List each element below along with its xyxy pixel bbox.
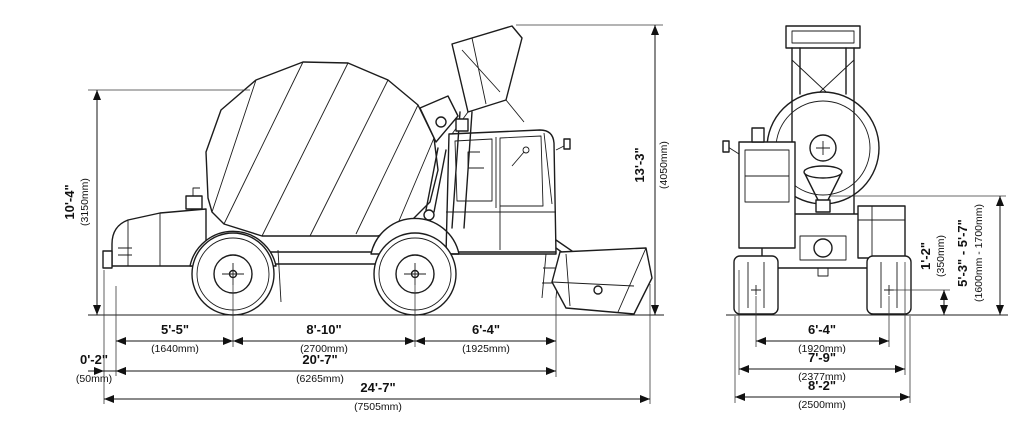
dim-discharge-height-range-ft: 5'-3" - 5'-7" (955, 219, 970, 287)
dim-overall-length-ft: 24'-7" (360, 380, 395, 395)
cab-rear (722, 127, 796, 249)
dim-height-to-drum-top-ft: 10'-4" (62, 184, 77, 219)
dim-front-axle-to-cab-front-ft: 6'-4" (472, 322, 500, 337)
dim-rear-to-rear-axle-mm: (1640mm) (151, 343, 199, 355)
dim-body-length-mm: (6265mm) (296, 373, 344, 385)
dim-body-width-ft: 7'-9" (808, 350, 836, 365)
dim-rear-overhang-mm: (50mm) (76, 373, 112, 385)
beacon-light (455, 118, 469, 132)
dim-axle-ground-clearance-mm: (350mm) (935, 235, 947, 277)
dim-wheelbase-ft: 8'-10" (306, 322, 341, 337)
dim-overall-width-ft: 8'-2" (808, 378, 836, 393)
dim-discharge-height-range-mm: (1600mm - 1700mm) (973, 204, 985, 302)
dim-track-width-ft: 6'-4" (808, 322, 836, 337)
dimension-labels-side: 10'-4" (3150mm) 13'-3" (4050mm) 5'-5" (1… (62, 141, 670, 413)
dimension-labels-rear: 1'-2" (350mm) 5'-3" - 5'-7" (1600mm - 17… (798, 204, 985, 411)
dim-body-width-mm: (2377mm) (798, 371, 846, 383)
mirror (563, 138, 571, 150)
cab (445, 118, 571, 299)
feed-hopper (451, 25, 523, 113)
side-view-drawing (88, 25, 664, 316)
mirror-rear (722, 140, 730, 153)
extension-lines-side (88, 24, 663, 404)
dim-rear-overhang-ft: 0'-2" (80, 352, 108, 367)
dim-body-length-ft: 20'-7" (302, 352, 337, 367)
discharge-funnel (803, 165, 843, 213)
dim-axle-ground-clearance-ft: 1'-2" (918, 242, 933, 270)
rear-view-drawing (722, 25, 1008, 316)
dim-overall-length-mm: (7505mm) (354, 401, 402, 413)
beacon-light-rear (751, 127, 765, 143)
dim-overall-height-ft: 13'-3" (632, 147, 647, 182)
dim-overall-width-mm: (2500mm) (798, 399, 846, 411)
dim-track-width-mm: (1920mm) (798, 343, 846, 355)
wheels-rear (733, 255, 912, 315)
dim-front-axle-to-cab-front-mm: (1925mm) (462, 343, 510, 355)
front-wheel (373, 232, 457, 316)
rear-wheel (191, 232, 275, 316)
dimension-lines-side (88, 25, 659, 403)
dim-overall-height-mm: (4050mm) (658, 141, 670, 189)
dimension-lines-rear (735, 196, 1004, 401)
dim-height-to-drum-top-mm: (3150mm) (79, 178, 91, 226)
rear-bumper (102, 250, 113, 269)
dim-wheelbase-mm: (2700mm) (300, 343, 348, 355)
dim-rear-to-rear-axle-ft: 5'-5" (161, 322, 189, 337)
loading-bucket (551, 239, 653, 315)
